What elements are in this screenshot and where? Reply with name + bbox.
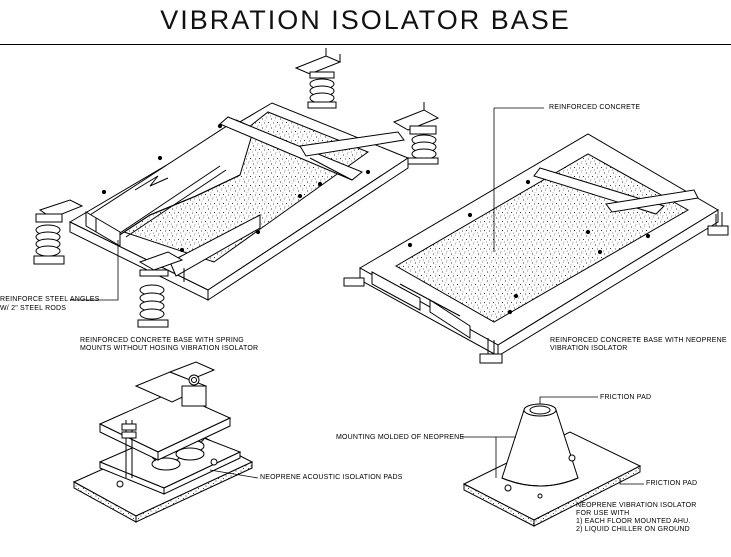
neoprene-cone-isolator [462, 403, 642, 527]
spring-mount-back-top [294, 48, 342, 109]
title-bar: VIBRATION ISOLATOR BASE [0, 0, 731, 45]
neoprene-base-assembly [343, 133, 729, 364]
label-neoprene-base-2: VIBRATION ISOLATOR [550, 345, 628, 352]
leader-acoustic-pads [209, 469, 259, 479]
acoustic-pad-mount [72, 361, 254, 523]
label-friction-pad-top: FRICTION PAD [600, 394, 652, 401]
label-neoprene-isolator-3: 1) EACH FLOOR MOUNTED AHU. [576, 518, 691, 525]
label-reinforced-concrete: REINFORCED CONCRETE [549, 104, 641, 111]
spring-mount-front [137, 251, 184, 328]
leader-steel-angles [70, 240, 119, 301]
leaders-cone [462, 396, 644, 485]
label-neoprene-isolator-2: FOR USE WITH [576, 510, 630, 517]
label-acoustic-pads: NEOPRENE ACOUSTIC ISOLATION PADS [260, 474, 403, 481]
spring-mount-left [33, 199, 84, 265]
label-friction-pad-bottom: FRICTION PAD [646, 480, 698, 487]
label-spring-base-1: REINFORCED CONCRETE BASE WITH SPRING [80, 337, 244, 344]
spring-mount-right [392, 102, 440, 165]
drawing-title: VIBRATION ISOLATOR BASE [160, 5, 571, 35]
label-mounting-molded: MOUNTING MOLDED OF NEOPRENE [336, 434, 465, 441]
label-spring-base-2: MOUNTS WITHOUT HOSING VIBRATION ISOLATOR [80, 345, 259, 352]
label-steel-angles-1: REINFORCE STEEL ANGLES [0, 296, 100, 303]
label-neoprene-isolator-4: 2) LIQUID CHILLER ON GROUND [576, 526, 690, 533]
label-neoprene-isolator-1: NEOPRENE VIBRATION ISOLATOR [576, 502, 697, 509]
spring-base-assembly [33, 48, 440, 328]
label-steel-angles-2: W/ 2" STEEL RODS [0, 305, 67, 312]
label-neoprene-base-1: REINFORCED CONCRETE BASE WITH NEOPRENE [550, 337, 727, 344]
